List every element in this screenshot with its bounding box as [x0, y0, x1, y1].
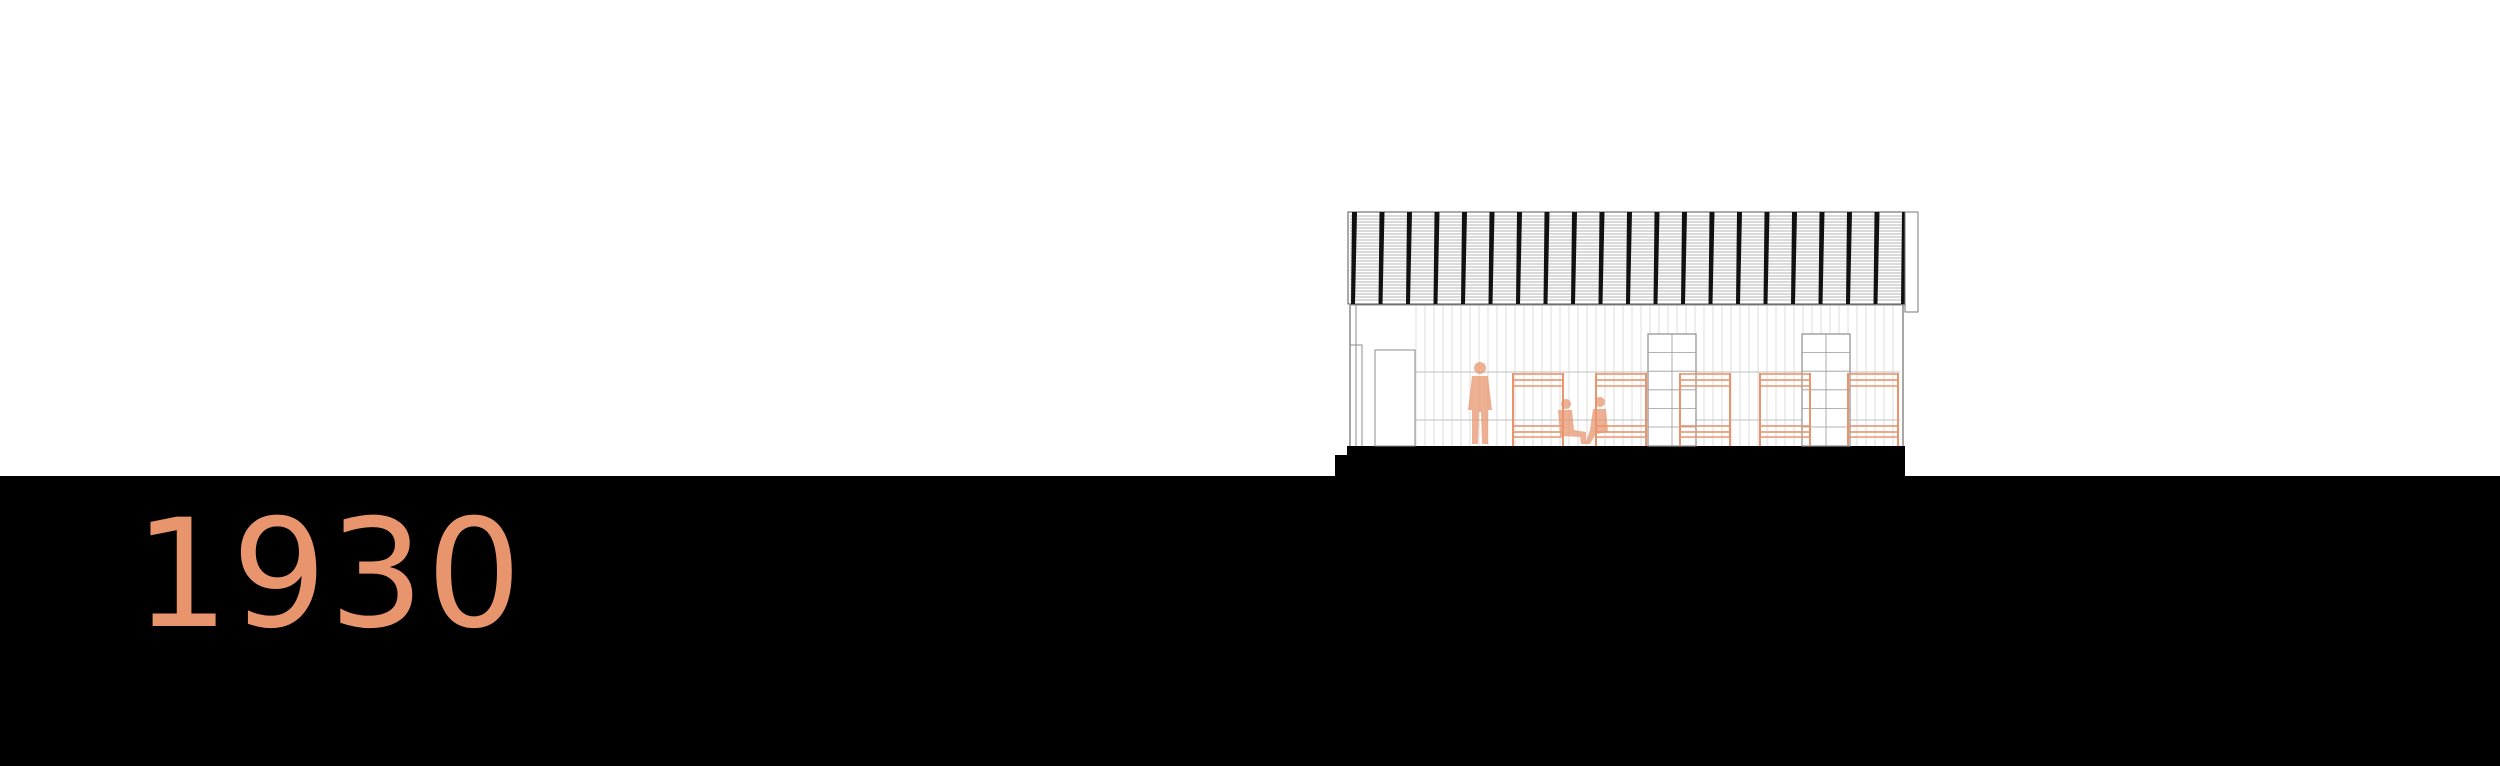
roof-rib [1708, 212, 1715, 304]
bunk-bed-5 [1847, 373, 1899, 446]
standing-person-body [1468, 376, 1492, 444]
seated-person-head [1561, 399, 1571, 409]
left-entry-line [1350, 344, 1363, 446]
seated-person-body [1585, 409, 1608, 444]
building-walls [1349, 304, 1905, 447]
bunk-bed-bottom-mattress [1679, 425, 1731, 433]
roof-rib [1488, 212, 1495, 304]
year-label: 1930 [134, 488, 524, 662]
standing-person-figure [1468, 362, 1492, 444]
entry-door [1374, 349, 1416, 447]
roof-rib [1818, 212, 1825, 304]
bunk-bed-bottom-mattress [1759, 425, 1811, 433]
bunk-bed-top-mattress [1847, 373, 1899, 381]
roof-rib [1351, 212, 1357, 304]
roof-edge-cap [1904, 211, 1919, 313]
roof-rib [1543, 212, 1550, 304]
standing-person-head [1474, 362, 1486, 374]
bunk-bed-top-mattress [1512, 373, 1564, 381]
roof-rib [1571, 212, 1577, 304]
bunk-bed-3 [1679, 373, 1731, 446]
roof-rib [1598, 212, 1605, 304]
roof-rib [1736, 212, 1742, 304]
roof-rib [1433, 212, 1440, 304]
roof-rib [1846, 212, 1852, 304]
human-figures [1468, 362, 1608, 444]
ground-mass [0, 446, 2500, 766]
corrugated-roof [1347, 211, 1919, 313]
roof-rib [1791, 212, 1797, 304]
bunk-bed-1 [1512, 373, 1564, 446]
roof-rib [1406, 212, 1412, 304]
seated-person-head [1595, 397, 1605, 407]
roof-rib [1516, 212, 1522, 304]
roof-rib [1461, 212, 1467, 304]
roof-rib [1626, 212, 1632, 304]
roof-rib [1873, 212, 1880, 304]
bunk-bed-top-mattress [1595, 373, 1647, 381]
interior-cladding [1415, 306, 1900, 447]
roof-rib [1653, 212, 1660, 304]
seated-person-figure [1585, 397, 1608, 444]
bunk-bed-4 [1759, 373, 1811, 446]
bunk-bed-top-mattress [1679, 373, 1731, 381]
bunk-bed-bottom-mattress [1512, 425, 1564, 433]
roof-rib [1378, 212, 1385, 304]
bunk-bed-top-mattress [1759, 373, 1811, 381]
bunk-bed-bottom-mattress [1847, 425, 1899, 433]
seated-person-body [1558, 410, 1586, 444]
roof-rib [1763, 212, 1770, 304]
seated-person-figure [1558, 399, 1586, 444]
roof-rib [1681, 212, 1687, 304]
